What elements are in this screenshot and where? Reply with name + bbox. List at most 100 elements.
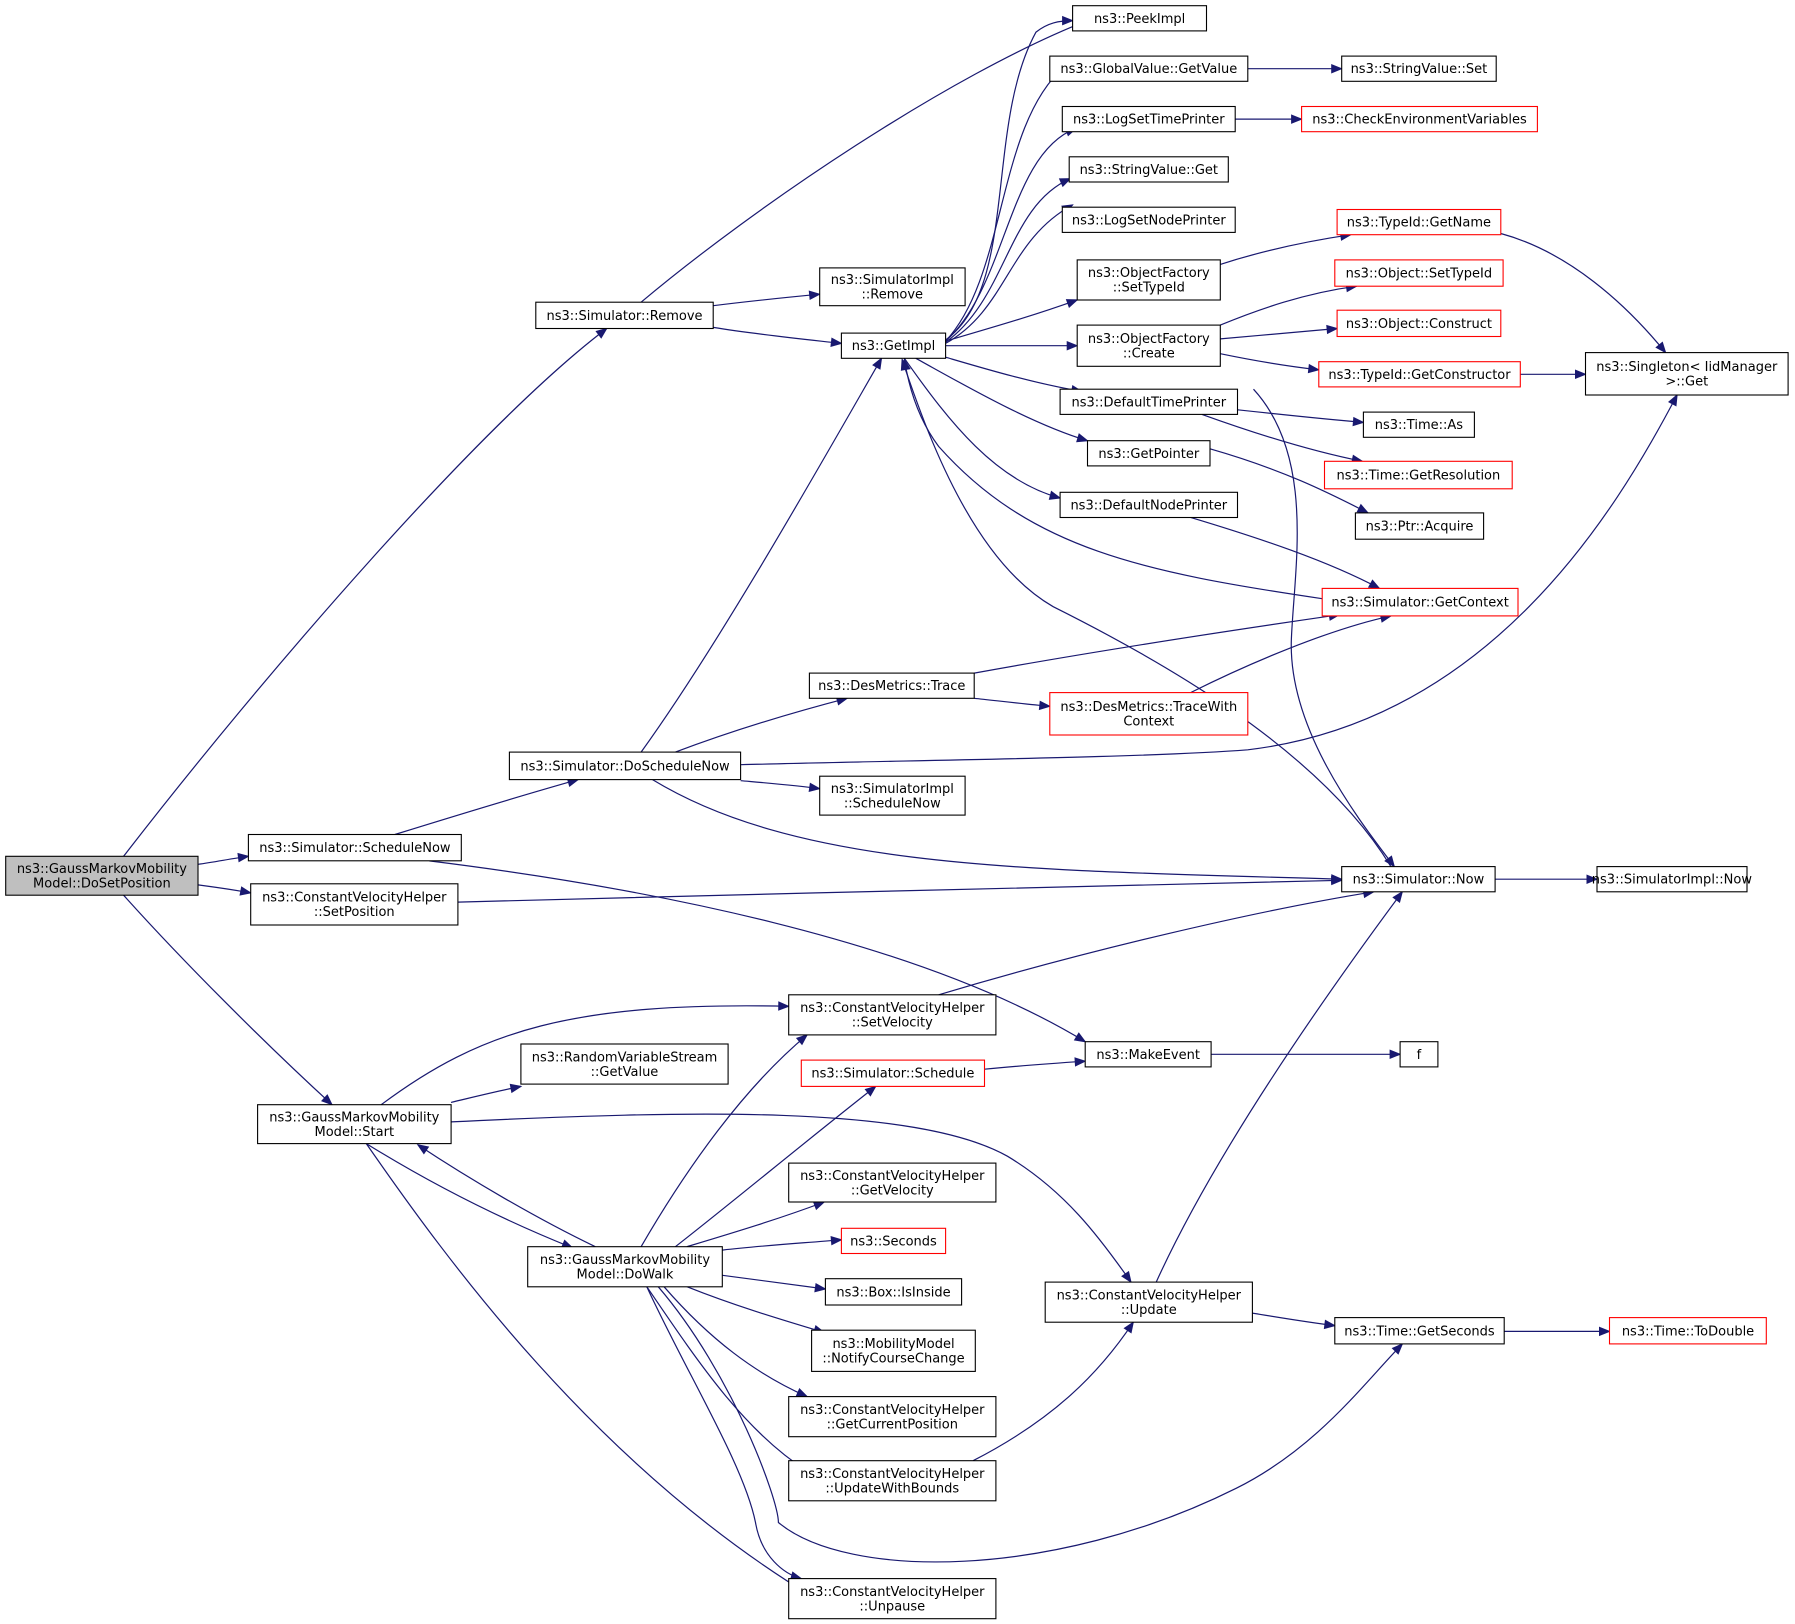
node-box — [1321, 587, 1519, 617]
node-getimpl[interactable]: ns3::GetImpl — [840, 332, 947, 359]
node-label: ns3::PeekImpl — [1094, 12, 1185, 27]
node-box — [1608, 1317, 1767, 1345]
node-object_settypeid[interactable]: ns3::Object::SetTypeId — [1334, 259, 1504, 287]
node-box — [808, 672, 975, 699]
node-peekimpl[interactable]: ns3::PeekImpl — [1072, 5, 1208, 32]
node-label: ::UpdateWithBounds — [825, 1482, 959, 1497]
node-defaulttimeprinter[interactable]: ns3::DefaultTimePrinter — [1059, 388, 1239, 415]
node-cvh_setposition[interactable]: ns3::ConstantVelocityHelper::SetPosition — [250, 883, 459, 926]
edge-line — [945, 299, 1078, 342]
node-cvh_setvelocity[interactable]: ns3::ConstantVelocityHelper::SetVelocity — [788, 994, 997, 1036]
node-stringvalue_set[interactable]: ns3::StringValue::Set — [1341, 55, 1497, 82]
node-cvh_getcurrentposition[interactable]: ns3::ConstantVelocityHelper::GetCurrentP… — [788, 1396, 997, 1438]
node-label: ns3::LogSetNodePrinter — [1072, 213, 1226, 228]
arrowhead-icon — [795, 1388, 809, 1398]
node-box — [1341, 866, 1496, 893]
node-root[interactable]: ns3::GaussMarkovMobilityModel::DoSetPosi… — [5, 855, 199, 896]
node-cvh_unpause[interactable]: ns3::ConstantVelocityHelper::Unpause — [788, 1578, 997, 1620]
node-typeid_getconstructor[interactable]: ns3::TypeId::GetConstructor — [1318, 361, 1521, 388]
node-sim_remove[interactable]: ns3::Simulator::Remove — [535, 301, 714, 330]
node-label: ns3::SimulatorImpl — [831, 273, 954, 288]
edge-getimpl-to-defaultnodeprinter — [903, 357, 1062, 500]
node-label: ns3::CheckEnvironmentVariables — [1312, 113, 1527, 128]
edge-getimpl-to-peekimpl — [945, 15, 1074, 341]
node-simimpl_now[interactable]: ns3::SimulatorImpl::Now — [1592, 866, 1753, 893]
edge-line — [663, 1286, 808, 1398]
edge-line — [640, 1034, 808, 1248]
node-singleton_get[interactable]: ns3::Singleton< IidManager >::Get — [1584, 352, 1789, 396]
edge-line — [365, 1143, 814, 1598]
node-label: Model::DoWalk — [577, 1267, 674, 1282]
node-label: ::GetCurrentPosition — [827, 1417, 958, 1432]
arrowhead-icon — [830, 1236, 843, 1246]
node-time_todouble[interactable]: ns3::Time::ToDouble — [1608, 1317, 1767, 1345]
node-object_construct[interactable]: ns3::Object::Construct — [1336, 309, 1502, 338]
edge-line — [450, 1085, 522, 1103]
node-box — [520, 1043, 729, 1085]
node-sim_getcontext[interactable]: ns3::Simulator::GetContext — [1321, 587, 1519, 617]
node-mm_notify[interactable]: ns3::MobilityModel::NotifyCourseChange — [811, 1329, 976, 1372]
node-time_getseconds[interactable]: ns3::Time::GetSeconds — [1334, 1317, 1505, 1345]
node-logsettimeprinter[interactable]: ns3::LogSetTimePrinter — [1061, 105, 1236, 133]
node-label: ns3::MakeEvent — [1096, 1048, 1200, 1063]
node-f[interactable]: f — [1399, 1041, 1439, 1068]
node-box — [800, 1059, 986, 1087]
arrowhead-icon — [1391, 1343, 1404, 1355]
node-makeevent[interactable]: ns3::MakeEvent — [1084, 1041, 1212, 1068]
node-rvs_getvalue[interactable]: ns3::RandomVariableStream::GetValue — [520, 1043, 729, 1085]
edge-cvh_setposition-to-sim_now — [457, 875, 1344, 903]
node-gv_getvalue[interactable]: ns3::GlobalValue::GetValue — [1049, 55, 1249, 82]
node-sim_schedulenow[interactable]: ns3::Simulator::ScheduleNow — [247, 833, 462, 862]
node-seconds[interactable]: ns3::Seconds — [840, 1227, 947, 1255]
node-checkenv[interactable]: ns3::CheckEnvironmentVariables — [1301, 105, 1538, 133]
node-logsetnodeprinter[interactable]: ns3::LogSetNodePrinter — [1061, 206, 1236, 233]
node-sim_doschedulenow[interactable]: ns3::Simulator::DoScheduleNow — [508, 751, 742, 781]
node-label: ns3::Time::GetSeconds — [1344, 1324, 1495, 1339]
node-box — [1584, 352, 1789, 396]
node-label: ns3::ConstantVelocityHelper — [800, 1001, 985, 1016]
edge-cvh_setvelocity-to-sim_now — [938, 888, 1376, 996]
arrowhead-icon — [812, 1201, 826, 1211]
node-defaultnodeprinter[interactable]: ns3::DefaultNodePrinter — [1059, 491, 1239, 519]
node-label: ::SetPosition — [314, 905, 395, 920]
node-time_getresolution[interactable]: ns3::Time::GetResolution — [1323, 460, 1513, 490]
node-box — [1059, 491, 1239, 519]
node-label: ns3::DesMetrics::Trace — [818, 679, 965, 694]
edge-line — [1155, 891, 1403, 1283]
node-time_as[interactable]: ns3::Time::As — [1362, 411, 1475, 438]
node-getpointer[interactable]: ns3::GetPointer — [1086, 440, 1211, 467]
node-box — [819, 775, 966, 816]
node-cvh_update[interactable]: ns3::ConstantVelocityHelper::Update — [1044, 1281, 1253, 1323]
node-cvh_updatewithbounds[interactable]: ns3::ConstantVelocityHelper::UpdateWithB… — [788, 1460, 997, 1502]
node-box_isinside[interactable]: ns3::Box::IsInside — [824, 1278, 963, 1306]
arrowhead-icon — [1323, 1319, 1337, 1330]
node-stringvalue_get[interactable]: ns3::StringValue::Get — [1068, 156, 1229, 183]
node-of_settypeid[interactable]: ns3::ObjectFactory::SetTypeId — [1076, 259, 1221, 301]
node-label: ns3::ConstantVelocityHelper — [800, 1585, 985, 1600]
edge-sim_remove-to-simimpl_remove — [713, 290, 822, 307]
node-ptr_acquire[interactable]: ns3::Ptr::Acquire — [1354, 512, 1485, 540]
node-typeid_getname[interactable]: ns3::TypeId::GetName — [1336, 208, 1502, 236]
node-box — [1049, 692, 1249, 736]
edge-time_getseconds-to-time_todouble — [1504, 1326, 1611, 1337]
edge-line — [1220, 353, 1319, 371]
edge-line — [938, 891, 1374, 996]
node-sim_now[interactable]: ns3::Simulator::Now — [1341, 866, 1496, 893]
edge-line — [901, 359, 1392, 867]
edge-line — [394, 779, 579, 836]
node-simimpl_remove[interactable]: ns3::SimulatorImpl::Remove — [819, 267, 966, 307]
node-label: ns3::SimulatorImpl — [831, 782, 954, 797]
node-box — [840, 332, 947, 359]
node-of_create[interactable]: ns3::ObjectFactory::Create — [1076, 324, 1221, 367]
edge-sim_now-to-simimpl_now — [1495, 874, 1599, 884]
edge-line — [646, 1286, 808, 1472]
node-simimpl_schedulenow[interactable]: ns3::SimulatorImpl::ScheduleNow — [819, 775, 966, 816]
node-box — [1061, 206, 1236, 233]
node-sim_schedule[interactable]: ns3::Simulator::Schedule — [800, 1059, 986, 1087]
node-cvh_getvelocity[interactable]: ns3::ConstantVelocityHelper::GetVelocity — [788, 1162, 997, 1203]
edge-cvh_update-to-time_getseconds — [1252, 1312, 1337, 1330]
node-desmetrics_trace[interactable]: ns3::DesMetrics::Trace — [808, 672, 975, 699]
